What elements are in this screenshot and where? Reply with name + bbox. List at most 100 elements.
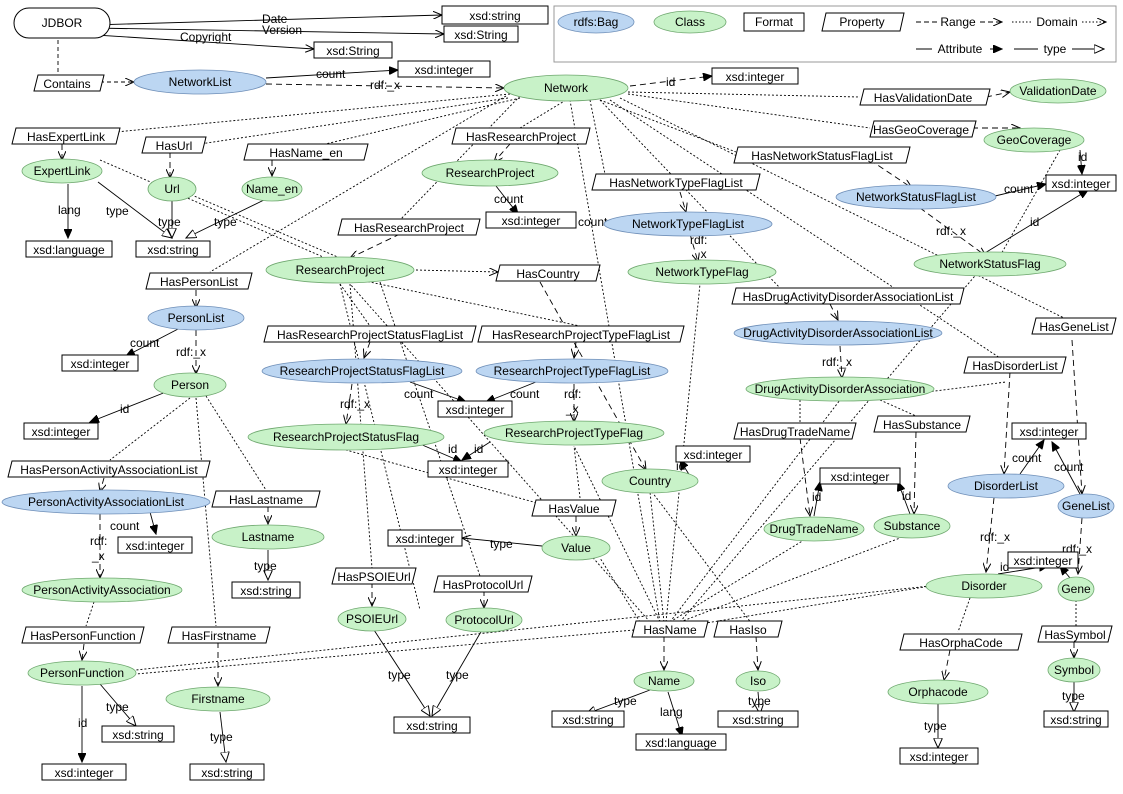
property-box[interactable]: HasProtocolUrl: [433, 575, 533, 593]
property-box[interactable]: HasResearchProjectTypeFlagList: [477, 325, 685, 343]
format-box[interactable]: xsd:integer: [427, 460, 509, 478]
property-box[interactable]: HasNetworkStatusFlagList: [733, 146, 911, 164]
property-box[interactable]: HasDisorderList: [963, 356, 1067, 374]
format-box[interactable]: xsd:string: [135, 240, 211, 258]
bag-node[interactable]: PersonList: [147, 305, 245, 331]
property-box[interactable]: HasValue: [531, 499, 617, 517]
property-box[interactable]: HasResearchProjectStatusFlagList: [263, 325, 477, 343]
format-box[interactable]: xsd:string: [189, 763, 265, 781]
class-node[interactable]: Person: [153, 372, 227, 398]
bag-node[interactable]: NetworkTypeFlagList: [603, 211, 773, 237]
format-box[interactable]: xsd:integer: [675, 445, 751, 463]
property-box[interactable]: HasPersonFunction: [21, 626, 145, 644]
format-box[interactable]: xsd:string: [231, 581, 301, 599]
format-box[interactable]: xsd:String: [313, 41, 393, 59]
class-node[interactable]: DrugActivityDisorderAssociation: [745, 376, 935, 402]
property-box[interactable]: HasGeneList: [1031, 317, 1117, 335]
class-node[interactable]: Substance: [873, 513, 951, 539]
bag-node[interactable]: ResearchProjectTypeFlagList: [475, 358, 669, 384]
format-box[interactable]: xsd:string: [393, 716, 471, 734]
property-box[interactable]: HasNetworkTypeFlagList: [591, 173, 761, 191]
class-node[interactable]: GeoCoverage: [983, 127, 1085, 153]
format-box[interactable]: xsd:integer: [711, 67, 799, 85]
format-box[interactable]: xsd:string: [1043, 710, 1109, 728]
format-box[interactable]: xsd:integer: [819, 467, 901, 485]
property-box[interactable]: HasPersonActivityAssociationList: [7, 460, 211, 478]
node-jdbor[interactable]: JDBOR: [13, 7, 111, 39]
bag-node[interactable]: ResearchProjectStatusFlagList: [261, 358, 463, 384]
format-box[interactable]: xsd:integer: [117, 536, 193, 554]
format-box[interactable]: xsd:string: [101, 725, 175, 743]
class-node[interactable]: ProtocolUrl: [445, 607, 523, 633]
bag-node[interactable]: GeneList: [1057, 493, 1115, 519]
format-box[interactable]: xsd:integer: [397, 60, 491, 78]
format-box[interactable]: xsd:string: [717, 710, 799, 728]
format-box[interactable]: xsd:integer: [1007, 551, 1079, 569]
property-box[interactable]: HasResearchProject: [451, 127, 591, 145]
format-box[interactable]: xsd:integer: [485, 211, 577, 229]
class-node[interactable]: Name: [633, 670, 695, 692]
property-box[interactable]: HasResearchProject: [337, 218, 481, 236]
format-box[interactable]: xsd:language: [25, 240, 113, 258]
bag-node[interactable]: NetworkStatusFlagList: [835, 184, 997, 210]
class-node[interactable]: Symbol: [1047, 657, 1101, 683]
property-box[interactable]: HasExpertLink: [11, 127, 121, 145]
property-box[interactable]: Contains: [33, 74, 105, 92]
property-box[interactable]: HasUrl: [141, 136, 207, 154]
class-node[interactable]: ResearchProjectStatusFlag: [247, 423, 445, 451]
property-box[interactable]: HasIso: [713, 620, 783, 638]
property-box[interactable]: HasDrugTradeName: [733, 422, 857, 440]
format-box[interactable]: xsd:integer: [1045, 174, 1117, 192]
class-node[interactable]: NetworkStatusFlag: [913, 251, 1067, 277]
property-box[interactable]: HasLastname: [211, 490, 321, 508]
format-box[interactable]: xsd:string: [551, 710, 625, 728]
class-node[interactable]: Network: [503, 74, 629, 102]
bag-node[interactable]: NetworkList: [133, 69, 267, 95]
format-box[interactable]: xsd:integer: [899, 747, 979, 765]
class-node[interactable]: Value: [541, 535, 611, 561]
property-box[interactable]: HasOrphaCode: [899, 633, 1023, 651]
class-node[interactable]: Firstname: [165, 686, 271, 712]
format-box[interactable]: xsd:integer: [61, 354, 139, 372]
property-box[interactable]: HasPersonList: [145, 272, 253, 290]
class-node[interactable]: Lastname: [211, 524, 325, 550]
class-node[interactable]: PersonFunction: [27, 660, 137, 686]
class-node[interactable]: ResearchProject: [265, 256, 415, 284]
format-box[interactable]: xsd:integer: [437, 400, 513, 418]
format-box[interactable]: xsd:language: [635, 733, 727, 751]
property-box[interactable]: HasCountry: [495, 264, 601, 282]
class-node[interactable]: PersonActivityAssociation: [21, 577, 183, 603]
class-node[interactable]: Disorder: [925, 573, 1043, 599]
class-node[interactable]: Gene: [1057, 576, 1095, 602]
format-box[interactable]: xsd:integer: [41, 763, 127, 781]
class-node[interactable]: Url: [147, 176, 197, 202]
property-box[interactable]: HasSubstance: [873, 415, 971, 433]
class-node[interactable]: Country: [601, 468, 699, 494]
property-box[interactable]: HasValidationDate: [859, 88, 991, 106]
format-box[interactable]: xsd:String: [443, 25, 519, 43]
class-node[interactable]: Name_en: [241, 176, 303, 202]
property-box[interactable]: HasPSOIEUrl: [331, 567, 417, 585]
property-box[interactable]: HasFirstname: [167, 626, 271, 644]
class-node[interactable]: NetworkTypeFlag: [627, 259, 777, 285]
format-box[interactable]: xsd:integer: [387, 529, 463, 547]
property-box[interactable]: HasName_en: [243, 143, 369, 161]
class-node[interactable]: PSOIEUrl: [337, 606, 407, 632]
class-node[interactable]: ExpertLink: [21, 158, 103, 184]
class-node[interactable]: ValidationDate: [1009, 78, 1107, 104]
class-node[interactable]: DrugTradeName: [763, 516, 865, 542]
property-box[interactable]: HasGeoCoverage: [869, 120, 977, 138]
format-box[interactable]: xsd:integer: [1011, 422, 1087, 440]
format-box[interactable]: xsd:string: [441, 5, 549, 25]
format-box[interactable]: xsd:integer: [23, 422, 99, 440]
bag-node[interactable]: DrugActivityDisorderAssociationList: [733, 320, 943, 346]
class-node[interactable]: ResearchProjectTypeFlag: [483, 420, 665, 446]
bag-node[interactable]: DisorderList: [947, 473, 1065, 499]
class-node[interactable]: Orphacode: [887, 679, 989, 705]
property-box[interactable]: HasName: [631, 620, 709, 638]
class-node[interactable]: ResearchProject: [421, 159, 559, 187]
class-node[interactable]: Iso: [735, 670, 781, 692]
property-box[interactable]: HasSymbol: [1037, 625, 1113, 643]
property-box[interactable]: HasDrugActivityDisorderAssociationList: [731, 287, 965, 305]
bag-node[interactable]: PersonActivityAssociationList: [1, 489, 211, 515]
